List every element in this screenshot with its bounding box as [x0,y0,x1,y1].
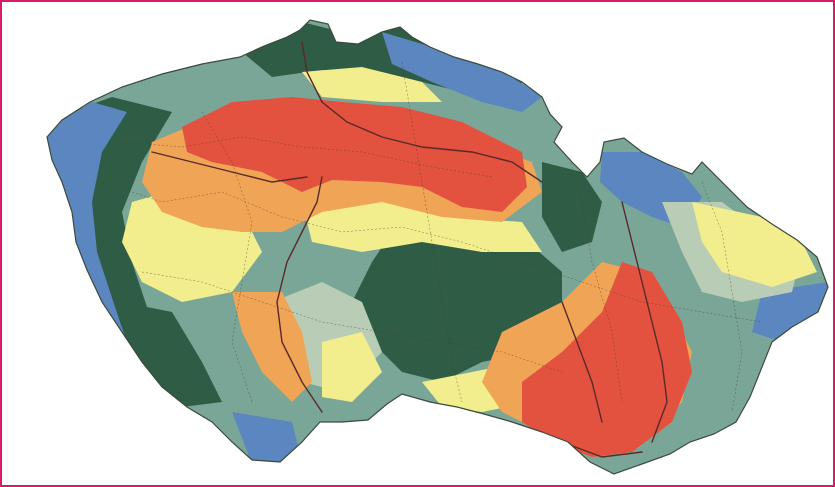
boundary-line [561,131,623,403]
district-boundaries [101,61,763,413]
region-moderate-center [302,192,542,252]
boundary-line [121,136,493,178]
region-warmest-elbe [182,97,527,212]
boundary-line [101,181,763,323]
region-highlands-southwest [122,302,222,407]
region-highlands-east [542,162,602,252]
river-svratka [561,301,603,423]
boundary-line [141,271,563,373]
region-moderate-north [302,67,442,102]
region-cold-north [382,32,542,112]
boundary-line [201,111,253,403]
region-warm-southwest [232,292,312,402]
region-cold-south [232,412,302,464]
river-elbe [301,41,543,183]
region-moderate-east [692,202,817,287]
boundary-line [401,61,463,403]
river-ohre [151,151,308,183]
river-vltava [276,176,323,413]
river-morava [621,201,668,443]
region-moderate-southwest [322,332,382,402]
